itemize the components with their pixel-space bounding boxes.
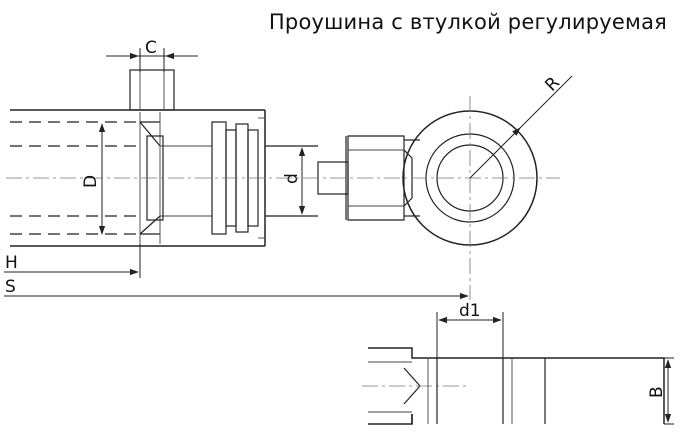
dimension-r: R: [469, 73, 573, 179]
label-h: H: [5, 253, 18, 273]
dimension-d1: d1: [436, 301, 504, 358]
label-b: B: [647, 386, 667, 398]
drawing-title: Проушина с втулкой регулируемая: [268, 10, 667, 34]
centre-lines: [6, 96, 560, 300]
dimension-d-small: d: [282, 147, 306, 215]
label-r: R: [541, 73, 564, 96]
dimension-s: S: [4, 277, 469, 300]
label-d1: d1: [459, 301, 481, 321]
dimension-b: B: [647, 357, 674, 425]
dimension-d-big: D: [81, 123, 106, 235]
dimension-c: C: [106, 38, 198, 72]
dimension-h: H: [4, 244, 141, 278]
label-d-small: d: [282, 173, 302, 184]
side-view: [362, 347, 665, 425]
label-d-big: D: [81, 175, 101, 188]
label-c: C: [145, 38, 157, 58]
label-s: S: [5, 277, 16, 297]
port-fitting: [129, 69, 175, 111]
